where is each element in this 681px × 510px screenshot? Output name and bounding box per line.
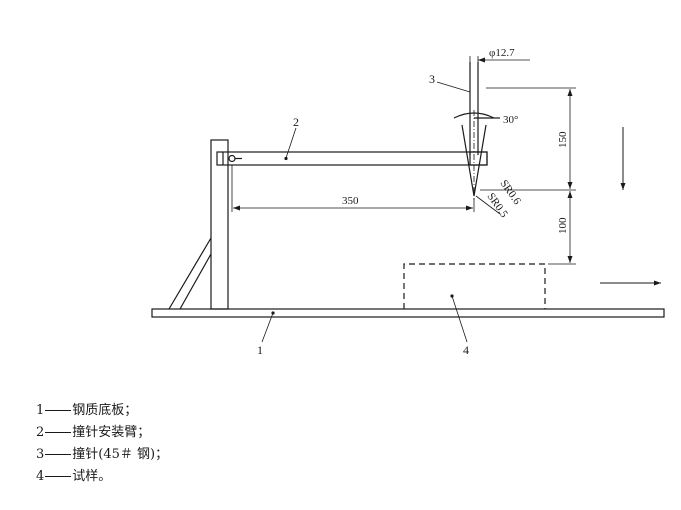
callout-1: 1	[257, 343, 263, 357]
angle-dimension: 30°	[503, 114, 518, 126]
base-plate	[151, 308, 665, 318]
striker-height-dimension: 150	[557, 131, 569, 148]
brace	[168, 237, 212, 310]
striker-arm	[216, 151, 488, 166]
callout-4: 4	[463, 343, 469, 357]
callout-3: 3	[429, 72, 435, 86]
column	[210, 139, 229, 310]
drop-height-dimension: 100	[557, 217, 569, 234]
arm-length-dimension: 350	[342, 195, 359, 207]
specimen-outline	[403, 263, 546, 309]
diameter-dimension: φ12.7	[489, 47, 515, 59]
callout-2: 2	[293, 115, 299, 129]
